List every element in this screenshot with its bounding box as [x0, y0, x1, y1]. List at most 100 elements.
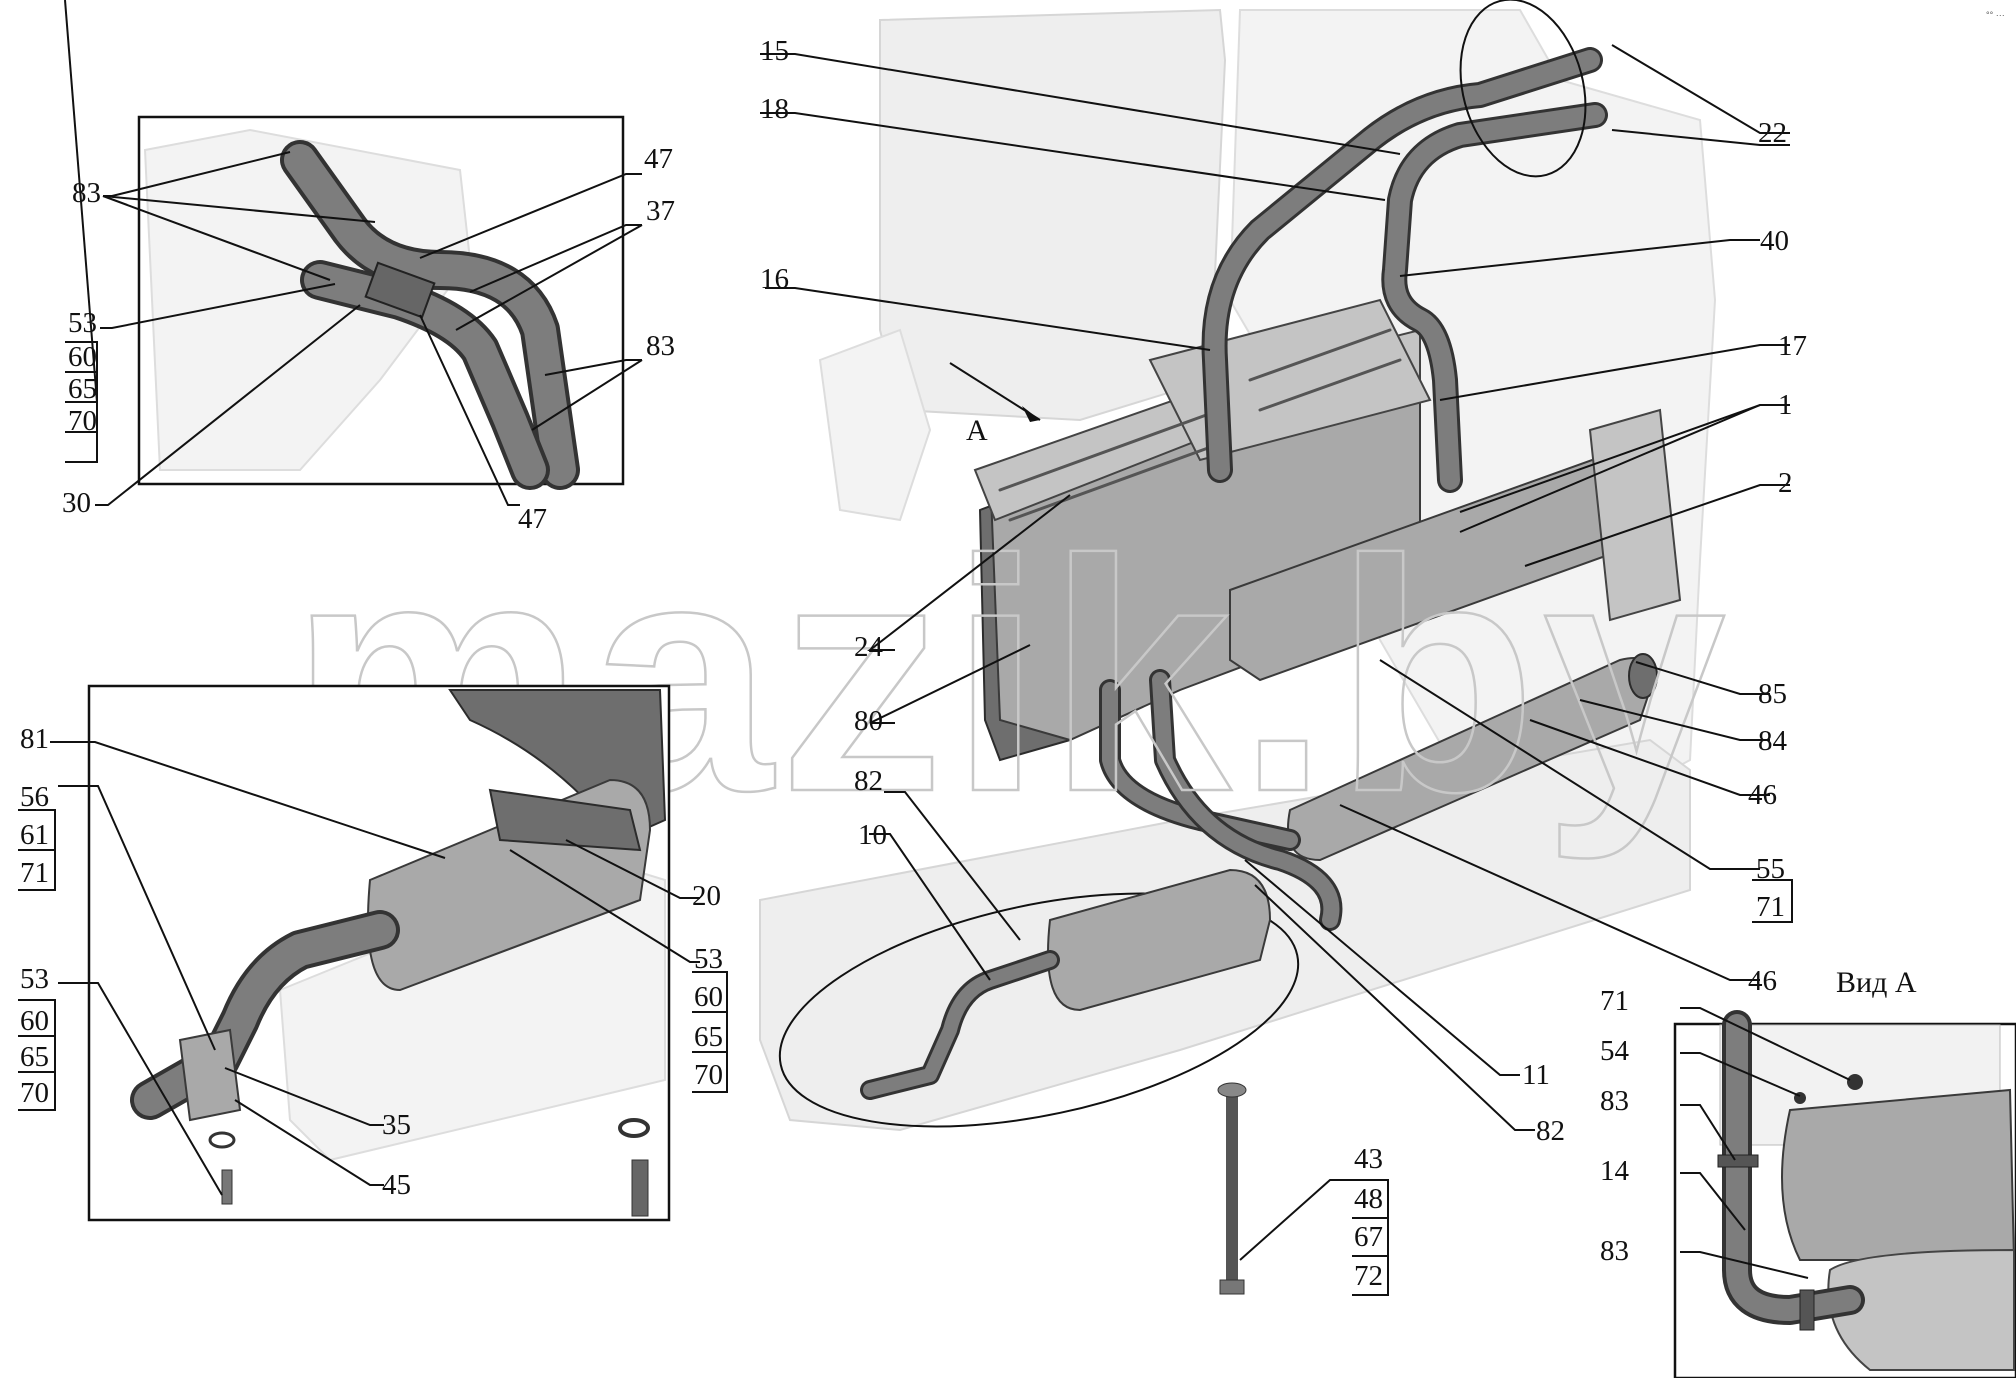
leader-16 — [765, 287, 1211, 351]
label-i1-30: 30 — [62, 487, 91, 519]
view-a-inset — [1673, 1010, 2016, 1378]
label-va-83b: 83 — [1600, 1235, 1629, 1267]
leader-va-83b — [1680, 1251, 1809, 1279]
label-11: 11 — [1522, 1059, 1550, 1091]
inset2-flange-block — [178, 1028, 242, 1122]
leader-i2-53a — [509, 849, 700, 963]
detail-ellipse-lower — [778, 892, 1300, 1128]
leader-22b — [1611, 129, 1790, 146]
leader-55 — [1379, 659, 1760, 870]
box-i2-53b — [18, 999, 56, 1111]
pipe-17 — [1384, 105, 1605, 490]
leader-18 — [760, 112, 1386, 201]
pipe-16 — [1204, 50, 1600, 480]
flange-plate — [1588, 408, 1682, 622]
label-i2-81: 81 — [20, 723, 49, 755]
leader-1b — [1459, 404, 1761, 533]
view-a-pipe — [1726, 1014, 1861, 1321]
label-15: 15 — [760, 35, 789, 67]
leader-i1-83c — [531, 359, 643, 431]
label-84: 84 — [1758, 725, 1788, 757]
leader-24 — [867, 494, 1071, 651]
label-80: 80 — [854, 705, 883, 737]
lower-muffler-pipe — [863, 953, 1057, 1097]
heater-slot — [1008, 438, 1232, 522]
label-i1-83b: 83 — [646, 330, 675, 362]
label-46b: 46 — [1748, 965, 1777, 997]
leader-va-71 — [1680, 1007, 1851, 1081]
leader-i1-83a3 — [102, 195, 331, 281]
leader-i1-47b — [419, 314, 520, 506]
inset1-clamp — [364, 261, 436, 319]
label-67: 67 — [1354, 1221, 1383, 1253]
label-i2-56: 56 — [20, 781, 49, 813]
label-i2-65a: 65 — [694, 1021, 723, 1053]
leader-i1-47a — [419, 173, 642, 259]
label-i2-60a: 60 — [694, 981, 723, 1013]
label-48: 48 — [1354, 1183, 1383, 1215]
view-a-nut — [1847, 1074, 1863, 1090]
box-55-71 — [1752, 879, 1793, 923]
part-labels: 15 18 16 22 40 17 1 2 24 80 85 84 46 55 … — [20, 10, 2005, 1292]
view-a-arrowhead — [1022, 406, 1040, 422]
label-i2-35: 35 — [382, 1109, 411, 1141]
view-a-heater — [1781, 1088, 2016, 1261]
label-i1-65: 65 — [68, 373, 97, 405]
label-22: 22 — [1758, 117, 1787, 149]
label-va-71: 71 — [1600, 985, 1629, 1017]
leader-i1-53 — [100, 283, 336, 329]
box-43-72 — [1352, 1179, 1389, 1296]
label-i2-20: 20 — [692, 880, 721, 912]
leader-80 — [869, 644, 1031, 724]
bolt-head — [1219, 1279, 1245, 1295]
leader-va-14 — [1680, 1172, 1746, 1231]
label-va-83a: 83 — [1600, 1085, 1629, 1117]
inset-mid-left — [87, 684, 671, 1222]
label-40: 40 — [1760, 225, 1789, 257]
label-i1-53: 53 — [68, 307, 97, 339]
label-24: 24 — [854, 631, 884, 663]
leader-84 — [1579, 699, 1770, 741]
label-i2-71: 71 — [20, 857, 49, 889]
leader-lines — [50, 44, 1851, 1279]
box-line — [64, 0, 98, 403]
inset2-washer — [208, 1131, 236, 1149]
label-i1-60: 60 — [68, 341, 97, 373]
label-46a: 46 — [1748, 779, 1777, 811]
label-1: 1 — [1778, 389, 1793, 421]
label-i2-45: 45 — [382, 1169, 411, 1201]
leader-15 — [760, 53, 1401, 155]
label-17: 17 — [1778, 330, 1807, 362]
label-43: 43 — [1354, 1143, 1383, 1175]
view-a-clamp-upper — [1717, 1154, 1759, 1168]
leader-10 — [869, 833, 991, 981]
view-a-clamp-lower — [1799, 1289, 1815, 1331]
leader-i1-83b — [544, 359, 642, 376]
background-bracket-ghost — [818, 328, 932, 522]
label-71a: 71 — [1756, 891, 1785, 923]
leader-22a — [1611, 44, 1790, 134]
corner-mark: °° ··· — [1986, 10, 2005, 20]
box-i2-53a — [692, 971, 728, 1093]
label-va-14: 14 — [1600, 1155, 1630, 1187]
view-a-marker: А — [966, 414, 988, 447]
inset2-stud — [631, 1159, 649, 1217]
label-i2-70b: 70 — [20, 1077, 49, 1109]
leader-i2-45 — [234, 1099, 384, 1186]
leader-43 — [1239, 1179, 1355, 1261]
leader-82b — [1254, 884, 1535, 1131]
leader-i1-30 — [95, 304, 361, 506]
label-i1-70: 70 — [68, 405, 97, 437]
bolt-washer — [1217, 1082, 1247, 1098]
heater-slot — [1258, 358, 1402, 412]
leader-i2-53b — [58, 982, 223, 1196]
leader-i2-35 — [224, 1067, 384, 1126]
label-i2-70a: 70 — [694, 1059, 723, 1091]
leader-46a — [1529, 719, 1770, 796]
inset2-washer-big — [618, 1118, 650, 1138]
leader-85 — [1635, 661, 1770, 695]
label-i1-47b: 47 — [518, 503, 547, 535]
leader-40 — [1399, 239, 1760, 277]
